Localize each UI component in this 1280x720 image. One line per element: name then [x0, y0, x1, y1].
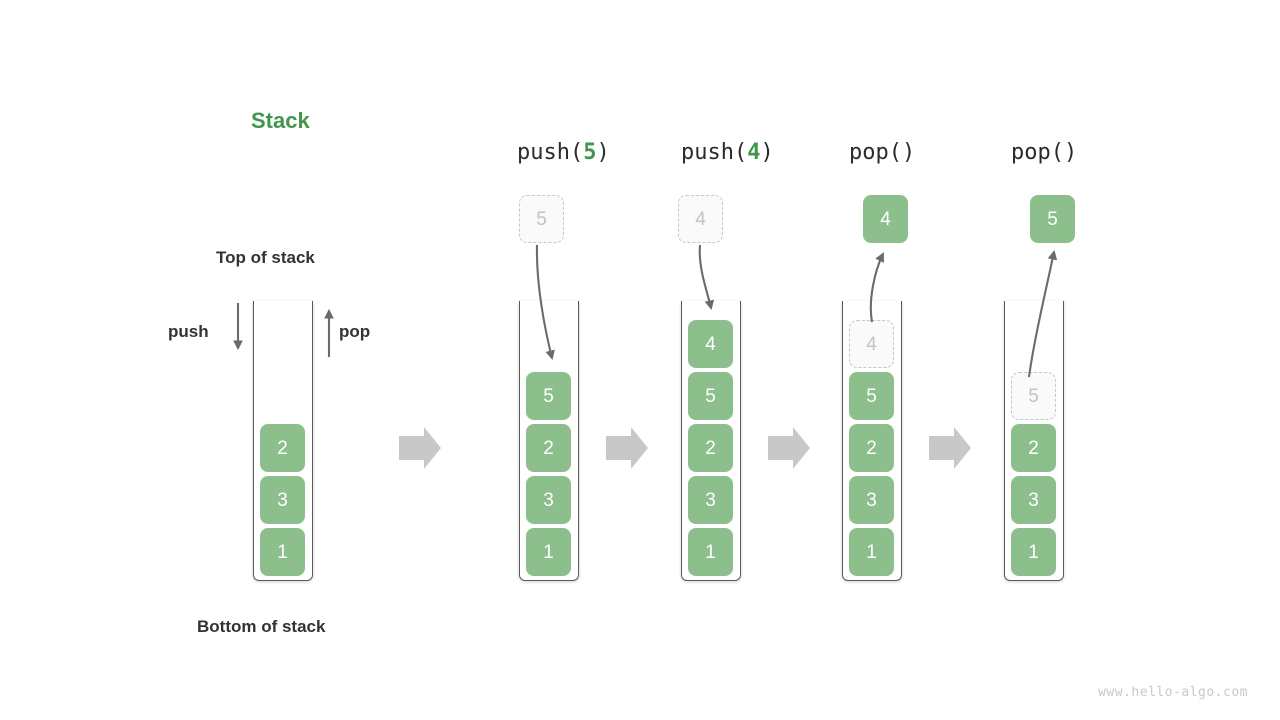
stack-cell: 5	[526, 372, 571, 420]
watermark: www.hello-algo.com	[1098, 685, 1248, 700]
stack-cell: 3	[688, 476, 733, 524]
op-text: push(	[517, 140, 584, 165]
op-text: pop()	[849, 140, 916, 165]
stack-ghost-cell: 4	[849, 320, 894, 368]
op-argument: 4	[747, 140, 761, 165]
operation-label-push-5: push(5)	[517, 140, 610, 165]
floating-ghost-cell: 5	[519, 195, 564, 243]
stack-cell: 3	[1011, 476, 1056, 524]
flow-arrow-icon	[768, 427, 810, 469]
stack-cell: 4	[688, 320, 733, 368]
stack-cell: 2	[526, 424, 571, 472]
stack-cell: 3	[260, 476, 305, 524]
pop-label: pop	[339, 322, 371, 341]
op-argument: 5	[583, 140, 597, 165]
op-text: pop()	[1011, 140, 1078, 165]
operation-label-pop-2: pop()	[1011, 140, 1077, 165]
stack-cell: 2	[849, 424, 894, 472]
page-title: Stack	[251, 108, 310, 133]
top-of-stack-label: Top of stack	[216, 248, 315, 267]
stack-cell: 1	[849, 528, 894, 576]
stack-cell: 1	[688, 528, 733, 576]
stack-cell: 1	[526, 528, 571, 576]
op-text: push(	[681, 140, 748, 165]
stack-cell: 5	[688, 372, 733, 420]
floating-ghost-cell: 4	[678, 195, 723, 243]
floating-popped-cell: 4	[863, 195, 908, 243]
stack-cell: 3	[849, 476, 894, 524]
push-4-motion-arrow-icon	[698, 244, 715, 311]
stack-cell: 1	[260, 528, 305, 576]
op-text-suffix: )	[760, 140, 774, 165]
push-label: push	[168, 322, 209, 341]
stack-cell: 1	[1011, 528, 1056, 576]
operation-label-pop-1: pop()	[849, 140, 915, 165]
stack-cell: 2	[260, 424, 305, 472]
stack-cell: 5	[849, 372, 894, 420]
flow-arrow-icon	[399, 427, 441, 469]
floating-popped-cell: 5	[1030, 195, 1075, 243]
stack-cell: 2	[688, 424, 733, 472]
bottom-of-stack-label: Bottom of stack	[197, 617, 326, 636]
op-text-suffix: )	[596, 140, 610, 165]
stack-cell: 2	[1011, 424, 1056, 472]
flow-arrow-icon	[929, 427, 971, 469]
stack-ghost-cell: 5	[1011, 372, 1056, 420]
operation-label-push-4: push(4)	[681, 140, 774, 165]
stack-cell: 3	[526, 476, 571, 524]
flow-arrow-icon	[606, 427, 648, 469]
